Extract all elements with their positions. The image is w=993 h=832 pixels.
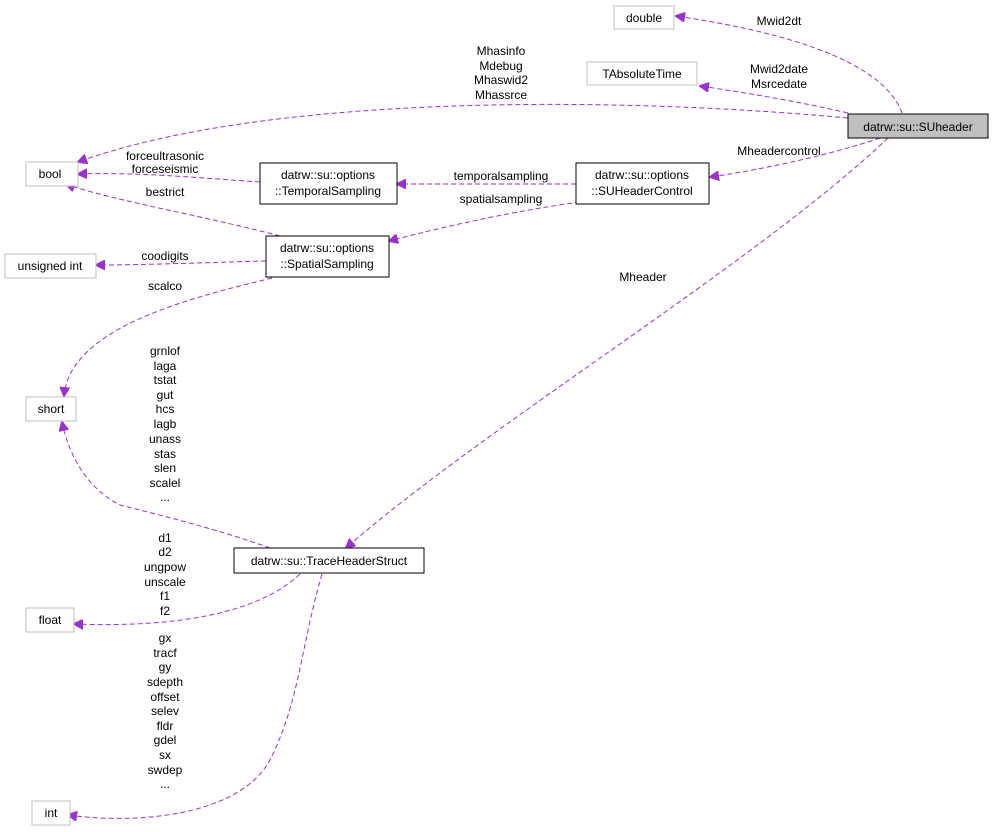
label-mheader: Mheader — [619, 270, 666, 284]
edge-mhas-bool — [78, 103, 849, 162]
node-suheader[interactable]: datrw::su::SUheader — [847, 113, 989, 139]
label-int-member: gdel — [154, 733, 177, 747]
node-int-label: int — [45, 806, 58, 820]
node-tabsolutetime-label: TAbsoluteTime — [602, 67, 682, 81]
label-int-member: selev — [151, 704, 179, 718]
edge-mwid2date — [700, 86, 849, 114]
node-bool-label: bool — [39, 167, 62, 181]
label-int-member: sdepth — [147, 675, 183, 689]
label-mheadercontrol: Mheadercontrol — [737, 144, 820, 158]
edge-short-members — [62, 422, 271, 549]
node-spatialsampling-line1: datrw::su::options — [280, 241, 374, 255]
node-int[interactable]: int — [31, 800, 71, 826]
label-bestrict: bestrict — [146, 185, 185, 199]
label-float-member: d1 — [158, 531, 172, 545]
label-mwid2dt: Mwid2dt — [757, 14, 802, 28]
label-int-members: gx tracf gy sdepth offset selev fldr gde… — [147, 631, 183, 791]
label-short-member: slen — [154, 461, 176, 475]
label-forceseismic: forceseismic — [132, 162, 199, 176]
label-mdebug: Mdebug — [479, 59, 522, 73]
label-short-member: scalel — [150, 476, 181, 490]
label-short-member: unass — [149, 432, 181, 446]
label-short-members: grnlof laga tstat gut hcs lagb unass sta… — [149, 344, 181, 504]
node-bool[interactable]: bool — [25, 161, 79, 187]
edge-mwid2dt — [676, 16, 903, 114]
label-mhasinfo: Mhasinfo — [477, 44, 526, 58]
label-mwid2date: Mwid2date — [750, 62, 808, 76]
node-unsigned-int[interactable]: unsigned int — [4, 253, 97, 279]
node-double-label: double — [626, 11, 662, 25]
node-spatialsampling-line2: ::SpatialSampling — [280, 257, 373, 271]
node-traceheaderstruct-label: datrw::su::TraceHeaderStruct — [251, 554, 408, 568]
node-double[interactable]: double — [613, 5, 675, 30]
label-int-member: tracf — [153, 646, 177, 660]
label-short-member: ... — [160, 490, 170, 504]
label-forceultrasonic: forceultrasonic — [126, 149, 204, 163]
node-spatialsampling[interactable]: datrw::su::options ::SpatialSampling — [265, 235, 390, 278]
node-unsigned-int-label: unsigned int — [18, 259, 83, 273]
label-short-member: grnlof — [150, 344, 181, 358]
label-int-member: sx — [159, 748, 171, 762]
label-short-member: gut — [157, 388, 174, 402]
node-suheadercontrol-line2: ::SUHeaderControl — [591, 184, 692, 198]
edge-scalco — [64, 277, 273, 396]
node-suheadercontrol-line1: datrw::su::options — [595, 168, 689, 182]
label-float-member: unscale — [144, 575, 186, 589]
label-int-member: fldr — [157, 719, 174, 733]
label-short-member: hcs — [156, 402, 175, 416]
label-short-member: stas — [154, 447, 176, 461]
label-msrcedate: Msrcedate — [751, 77, 807, 91]
label-float-member: d2 — [158, 545, 172, 559]
label-int-member: swdep — [148, 763, 183, 777]
label-float-member: ungpow — [144, 560, 186, 574]
label-int-member: gx — [159, 631, 172, 645]
label-short-member: tstat — [154, 373, 177, 387]
node-tabsolutetime[interactable]: TAbsoluteTime — [586, 61, 698, 86]
label-mhassrce: Mhassrce — [475, 88, 527, 102]
edge-mheader — [346, 137, 889, 548]
label-float-member: f2 — [160, 604, 170, 618]
node-short-label: short — [38, 402, 65, 416]
label-short-member: laga — [154, 359, 177, 373]
node-temporalsampling-line2: ::TemporalSampling — [275, 184, 381, 198]
label-float-member: f1 — [160, 589, 170, 603]
label-int-member: ... — [160, 777, 170, 791]
node-traceheaderstruct[interactable]: datrw::su::TraceHeaderStruct — [233, 547, 425, 574]
edge-int-members — [68, 573, 323, 818]
node-temporalsampling[interactable]: datrw::su::options ::TemporalSampling — [259, 162, 398, 205]
edge-temporal-bool — [78, 174, 261, 183]
label-spatialsampling: spatialsampling — [460, 192, 543, 206]
label-int-member: offset — [150, 690, 180, 704]
node-temporalsampling-line1: datrw::su::options — [281, 168, 375, 182]
label-mhaswid2: Mhaswid2 — [474, 73, 528, 87]
label-scalco: scalco — [148, 279, 182, 293]
node-float[interactable]: float — [25, 607, 75, 633]
edge-float-members — [74, 573, 301, 625]
label-temporalsampling: temporalsampling — [454, 169, 549, 183]
label-float-members: d1 d2 ungpow unscale f1 f2 — [144, 531, 186, 618]
edge-mheadercontrol — [710, 137, 881, 177]
edge-spatialsampling — [389, 201, 581, 241]
label-coodigits: coodigits — [141, 249, 188, 263]
node-short[interactable]: short — [25, 396, 77, 422]
node-float-label: float — [39, 613, 62, 627]
label-int-member: gy — [159, 660, 172, 674]
label-short-member: lagb — [154, 417, 177, 431]
node-suheader-label: datrw::su::SUheader — [863, 120, 972, 134]
edge-bestrict — [66, 184, 281, 237]
edge-coodigits — [96, 261, 267, 265]
node-suheadercontrol[interactable]: datrw::su::options ::SUHeaderControl — [575, 162, 710, 205]
